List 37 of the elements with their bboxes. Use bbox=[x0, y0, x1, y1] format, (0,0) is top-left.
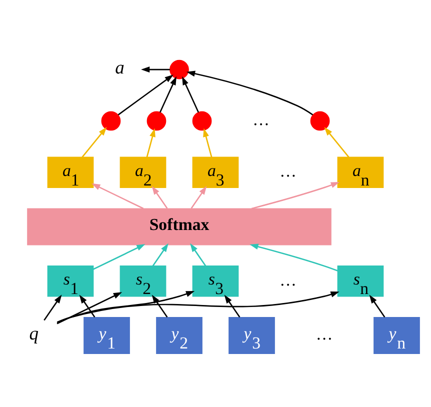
arrow bbox=[159, 76, 176, 112]
arrow bbox=[82, 126, 107, 158]
arrow bbox=[324, 126, 350, 158]
arrow bbox=[251, 182, 340, 209]
arrow bbox=[93, 244, 146, 270]
arrow bbox=[152, 186, 168, 208]
arrow bbox=[190, 186, 207, 208]
arrow bbox=[56, 291, 340, 322]
arrow bbox=[203, 128, 212, 157]
node-circle bbox=[146, 110, 166, 130]
arrow bbox=[44, 294, 62, 320]
arrow bbox=[152, 242, 168, 266]
arrow bbox=[182, 76, 200, 112]
arrow bbox=[79, 294, 96, 317]
node-circle bbox=[170, 59, 189, 79]
arrow bbox=[369, 294, 386, 317]
node-text: a bbox=[115, 56, 124, 78]
node-circle bbox=[310, 110, 330, 130]
arrow bbox=[146, 128, 156, 157]
arrow bbox=[118, 74, 174, 115]
node-text: q bbox=[29, 322, 38, 344]
label: … bbox=[252, 110, 270, 129]
arrow bbox=[250, 243, 338, 271]
arrow bbox=[186, 70, 314, 115]
arrow bbox=[224, 294, 240, 317]
arrow bbox=[57, 290, 195, 323]
node-circle bbox=[192, 110, 212, 130]
arrow bbox=[56, 292, 122, 324]
label: … bbox=[280, 270, 296, 289]
arrow bbox=[92, 182, 144, 209]
node-box: Softmax bbox=[27, 208, 332, 245]
label: … bbox=[280, 161, 296, 180]
arrow bbox=[141, 66, 170, 72]
arrow bbox=[152, 294, 168, 317]
arrow bbox=[190, 242, 206, 266]
node-circle bbox=[101, 110, 121, 130]
label: … bbox=[316, 324, 333, 344]
